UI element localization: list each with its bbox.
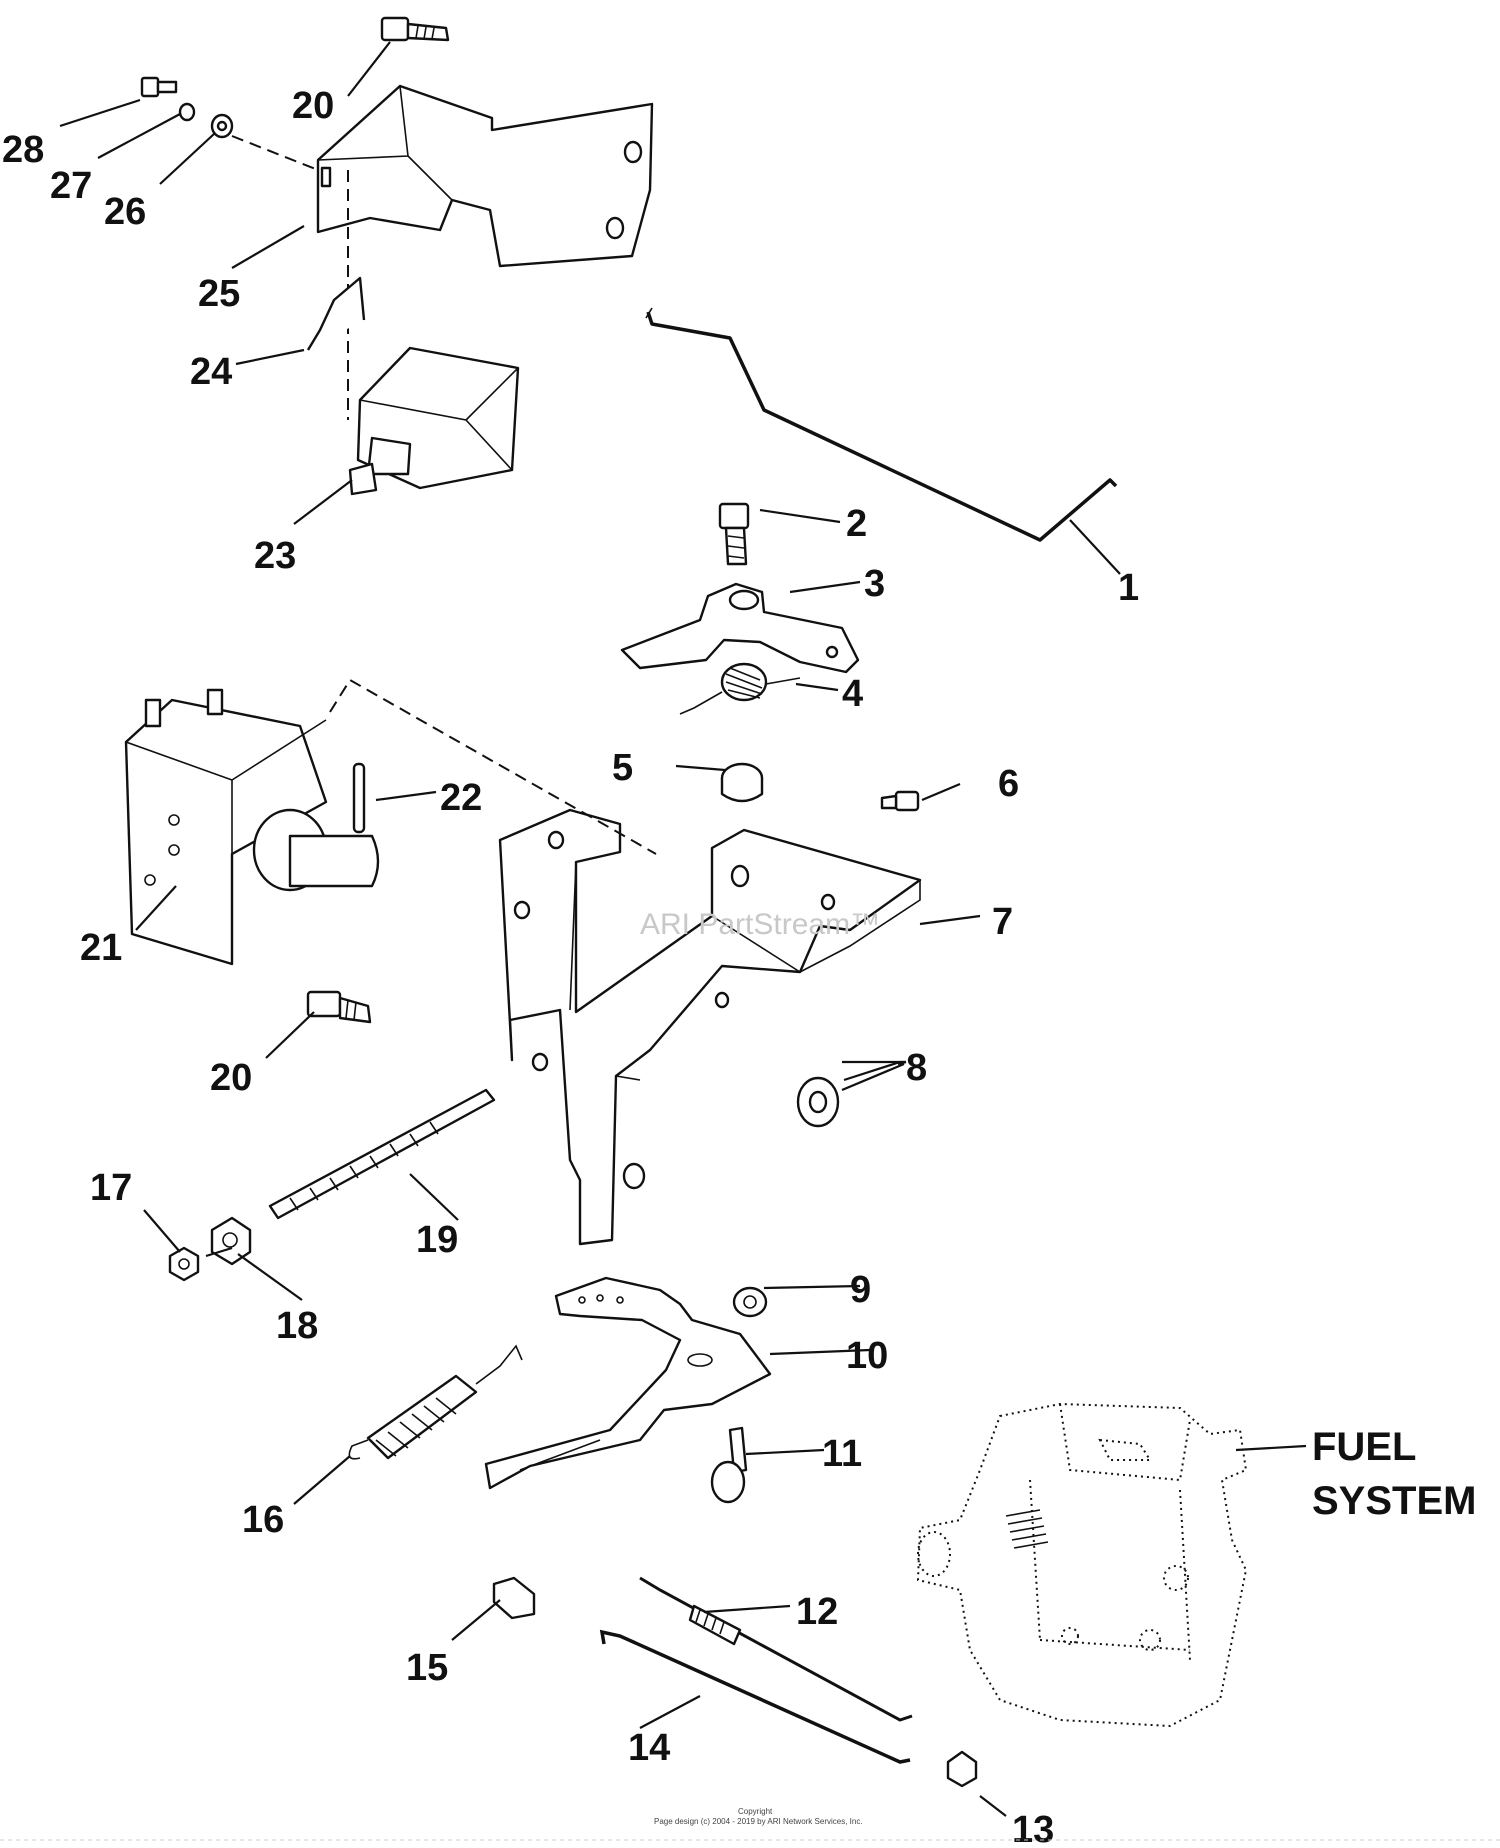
callout-2: 2 (846, 503, 867, 545)
footer-page-design: Page design (c) 2004 - 2019 by ARI Netwo… (654, 1817, 863, 1826)
leader-lines (59, 41, 1307, 1817)
callout-3: 3 (864, 563, 885, 605)
screw-2 (718, 502, 750, 566)
callout-10: 10 (846, 1335, 888, 1377)
callout-25: 25 (198, 273, 240, 315)
footer-copyright: Copyright (738, 1807, 773, 1816)
screw-11 (710, 1426, 748, 1504)
spring-4 (679, 662, 801, 715)
callout-13: 13 (1012, 1809, 1054, 1848)
link-rod-1 (646, 311, 1118, 542)
callout-12: 12 (796, 1591, 838, 1633)
washer-8 (796, 1076, 840, 1128)
callout-1: 1 (1118, 567, 1139, 609)
callout-18: 18 (276, 1305, 318, 1347)
screw-20-top (380, 16, 450, 42)
watermark: ARI PartStream™ (640, 908, 880, 941)
callout-15: 15 (406, 1647, 448, 1689)
callout-8: 8 (906, 1047, 927, 1089)
control-bracket-7 (498, 808, 922, 1246)
callout-9: 9 (850, 1269, 871, 1311)
callout-11: 11 (822, 1433, 862, 1475)
callout-28: 28 (2, 129, 44, 171)
callout-20-top: 20 (292, 85, 334, 127)
hardware-26-28 (140, 76, 234, 139)
callout-6: 6 (998, 763, 1019, 805)
callout-22: 22 (440, 777, 482, 819)
solenoid-23 (348, 346, 520, 496)
bushing-5 (720, 762, 764, 803)
fuel-label: FUEL (1312, 1425, 1416, 1469)
pin-22 (352, 762, 366, 834)
rod-14 (599, 1629, 911, 1764)
callout-14: 14 (628, 1727, 670, 1769)
clip-24 (306, 276, 366, 351)
screw-20-mid (306, 990, 372, 1024)
callout-26: 26 (104, 191, 146, 233)
spring-rod-12 (639, 1576, 913, 1722)
callout-16: 16 (242, 1499, 284, 1541)
callout-5: 5 (612, 747, 633, 789)
rod-19 (268, 1088, 496, 1220)
callout-21: 21 (80, 927, 122, 969)
callout-19: 19 (416, 1219, 458, 1261)
callout-24: 24 (190, 351, 232, 393)
lever-3 (620, 582, 860, 674)
nut-18 (210, 1216, 252, 1266)
top-bracket (316, 84, 654, 268)
callout-numbers: 1 2 3 4 5 6 7 8 9 10 11 12 13 14 15 16 1… (2, 85, 1139, 1848)
callout-20-mid: 20 (210, 1057, 252, 1099)
callout-4: 4 (842, 673, 863, 715)
carburetor-ghost (916, 1402, 1248, 1728)
clip-15 (492, 1576, 536, 1620)
callout-17: 17 (90, 1167, 132, 1209)
system-label: SYSTEM (1312, 1479, 1476, 1523)
callout-7: 7 (992, 901, 1013, 943)
screw-6 (880, 790, 920, 812)
nut-13 (946, 1750, 978, 1788)
washer-9 (732, 1286, 768, 1318)
callout-23: 23 (254, 535, 296, 577)
spring-16 (348, 1344, 523, 1460)
nut-17 (168, 1246, 200, 1282)
solenoid-21 (124, 688, 380, 966)
callout-27: 27 (50, 165, 92, 207)
lever-10 (484, 1276, 772, 1490)
